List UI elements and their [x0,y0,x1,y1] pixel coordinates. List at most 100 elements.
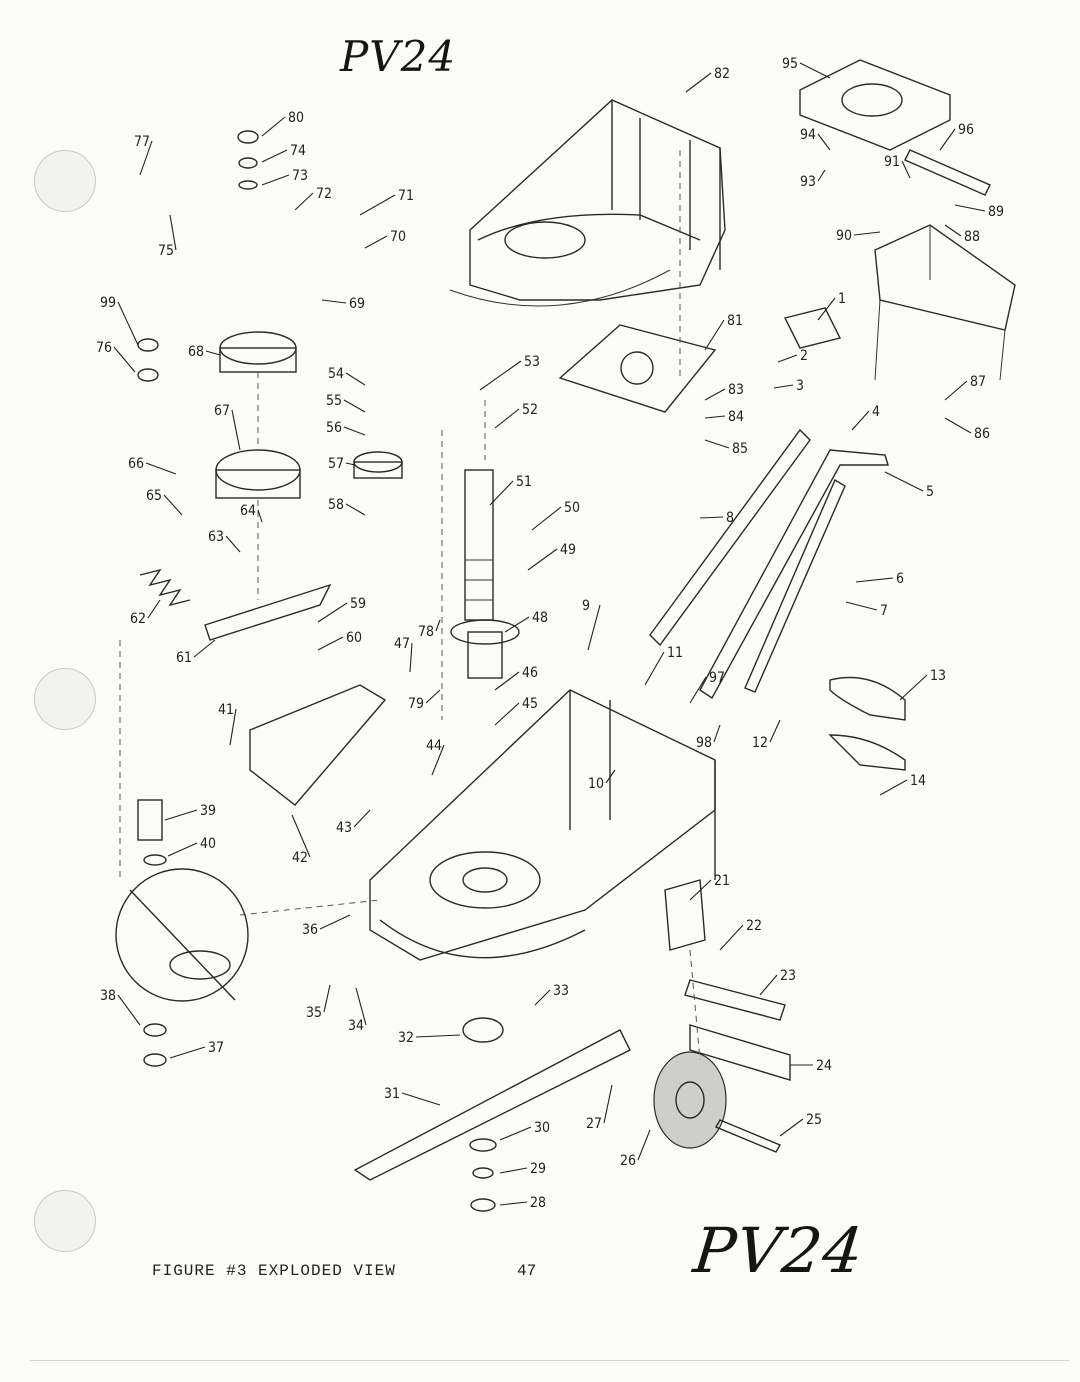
leader-line-49 [527,548,558,571]
page-number: 47 [517,1262,537,1280]
part-callout-68: 68 [188,344,204,360]
leader-line-21 [689,879,712,901]
leader-line-14 [879,779,908,796]
part-callout-41: 41 [218,702,234,718]
leader-line-23 [759,974,778,996]
part-callout-47: 47 [394,636,410,652]
leader-line-42 [291,814,311,858]
leader-line-64 [257,509,263,523]
part-callout-26: 26 [620,1153,636,1169]
leader-line-30 [499,1126,532,1141]
leader-line-46 [494,671,520,691]
part-callout-58: 58 [328,497,344,513]
part-callout-56: 56 [326,420,342,436]
part-callout-83: 83 [728,382,744,398]
leader-line-38 [117,994,141,1026]
leader-line-50 [531,506,562,531]
part-callout-39: 39 [200,803,216,819]
leader-line-86 [944,417,972,434]
leader-line-40 [167,842,198,857]
leader-line-26 [637,1129,651,1161]
leader-line-5 [884,471,924,492]
part-callout-51: 51 [516,474,532,490]
part-callout-36: 36 [302,922,318,938]
part-callout-48: 48 [532,610,548,626]
part-callout-96: 96 [958,122,974,138]
leader-line-93 [817,169,826,182]
leader-line-85 [704,439,730,449]
part-callout-70: 70 [390,229,406,245]
part-callout-84: 84 [728,409,744,425]
part-callout-40: 40 [200,836,216,852]
leader-line-39 [164,809,198,821]
part-callout-38: 38 [100,988,116,1004]
leader-line-56 [343,426,366,436]
punch-hole-middle [34,668,96,730]
part-callout-73: 73 [292,168,308,184]
leader-line-68 [205,350,221,356]
part-callout-99: 99 [100,295,116,311]
part-callout-5: 5 [926,484,934,500]
leader-line-52 [494,408,520,429]
part-callout-63: 63 [208,529,224,545]
part-callout-76: 76 [96,340,112,356]
punch-hole-bottom [34,1190,96,1252]
leader-line-74 [261,149,288,163]
part-callout-46: 46 [522,665,538,681]
leader-line-32 [415,1034,461,1038]
part-callout-95: 95 [782,56,798,72]
part-callout-49: 49 [560,542,576,558]
leader-line-73 [261,174,290,186]
part-callout-43: 43 [336,820,352,836]
callout-layer: 1234567891011121314212223242526272829303… [96,56,1004,1211]
leader-line-4 [851,410,870,431]
part-callout-34: 34 [348,1018,364,1034]
part-callout-52: 52 [522,402,538,418]
leader-line-61 [193,639,216,658]
part-callout-67: 67 [214,403,230,419]
part-callout-30: 30 [534,1120,550,1136]
leader-line-91 [901,160,911,179]
leader-line-55 [343,399,366,413]
leader-line-94 [817,133,831,151]
part-callout-89: 89 [988,204,1004,220]
part-callout-1: 1 [838,291,846,307]
leader-line-99 [117,301,139,346]
leader-line-67 [231,409,241,451]
part-callout-31: 31 [384,1086,400,1102]
part-callout-90: 90 [836,228,852,244]
page-bottom-rule [30,1360,1070,1361]
leader-line-31 [401,1092,441,1106]
leader-line-95 [799,62,831,79]
part-callout-88: 88 [964,229,980,245]
part-callout-85: 85 [732,441,748,457]
part-callout-65: 65 [146,488,162,504]
leader-line-87 [944,380,968,401]
part-callout-8: 8 [726,510,734,526]
part-callout-54: 54 [328,366,344,382]
part-callout-81: 81 [727,313,743,329]
part-callout-75: 75 [158,243,174,259]
part-callout-13: 13 [930,668,946,684]
part-callout-71: 71 [398,188,414,204]
figure-caption: FIGURE #3 EXPLODED VIEW [152,1262,396,1280]
leader-line-71 [359,194,396,216]
part-callout-32: 32 [398,1030,414,1046]
handwritten-model-top: PV24 [340,32,457,81]
leader-line-79 [425,689,441,704]
leader-line-28 [499,1201,528,1206]
part-callout-7: 7 [880,603,888,619]
leader-line-8 [699,516,724,519]
leader-line-98 [713,724,721,743]
part-callout-77: 77 [134,134,150,150]
leader-line-44 [431,744,445,776]
leader-line-59 [317,602,348,623]
leader-line-58 [345,503,366,516]
leader-line-22 [719,924,744,951]
part-callout-98: 98 [696,735,712,751]
part-callout-72: 72 [316,186,332,202]
leader-line-45 [494,702,520,726]
leader-line-90 [853,231,881,236]
part-callout-60: 60 [346,630,362,646]
